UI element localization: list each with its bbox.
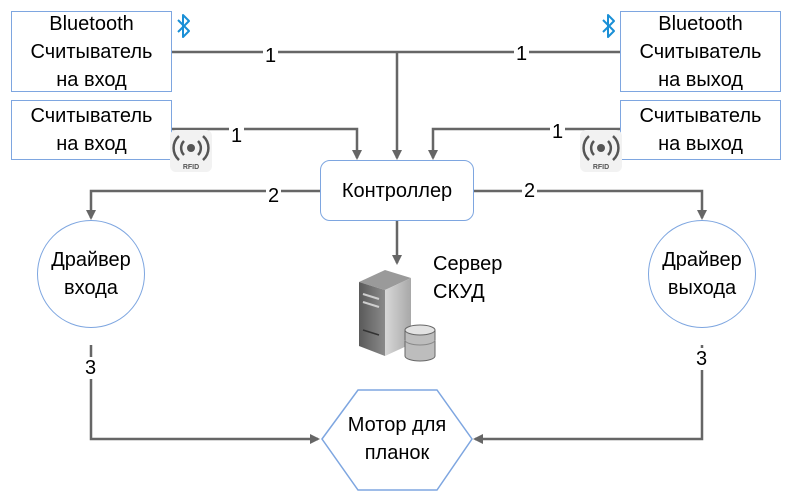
bluetooth-icon bbox=[177, 14, 190, 38]
edge-label-motor-out: 3 bbox=[694, 348, 710, 370]
edge-label-motor-in: 3 bbox=[83, 357, 99, 379]
edge-label-driver-in: 2 bbox=[266, 185, 282, 207]
bluetooth-icon bbox=[602, 14, 615, 38]
rfid-text: RFID bbox=[593, 164, 609, 171]
edge-label-reader-in: 1 bbox=[229, 125, 245, 147]
node-driver-in: Драйвер входа bbox=[37, 220, 145, 328]
rfid-icon: RFID bbox=[170, 130, 212, 172]
node-motor-label: Мотор для планок bbox=[347, 414, 447, 464]
edge-controller-to-driver-out bbox=[474, 189, 707, 220]
rfid-text: RFID bbox=[183, 164, 199, 171]
edge-driver-in-to-motor bbox=[89, 345, 320, 444]
edge-label-reader-out: 1 bbox=[550, 121, 566, 143]
node-reader-in: Считыватель на вход bbox=[11, 100, 172, 160]
edge-controller-to-driver-in bbox=[86, 189, 320, 220]
edge-label-bt-in: 1 bbox=[263, 45, 279, 67]
node-driver-out: Драйвер выхода bbox=[648, 220, 756, 328]
server-icon bbox=[359, 270, 436, 362]
node-reader-out: Считыватель на выход bbox=[620, 100, 781, 160]
edge-driver-out-to-motor bbox=[473, 345, 704, 444]
edge-label-driver-out: 2 bbox=[522, 180, 538, 202]
node-bt-reader-in: Bluetooth Считыватель на вход bbox=[11, 11, 172, 92]
motor-hexagon bbox=[321, 389, 473, 491]
rfid-icon: RFID bbox=[580, 130, 622, 172]
node-controller: Контроллер bbox=[320, 160, 474, 221]
edge-label-bt-out: 1 bbox=[514, 43, 530, 65]
node-bt-reader-out: Bluetooth Считыватель на выход bbox=[620, 11, 781, 92]
node-server-label: Сервер СКУД bbox=[433, 253, 503, 303]
